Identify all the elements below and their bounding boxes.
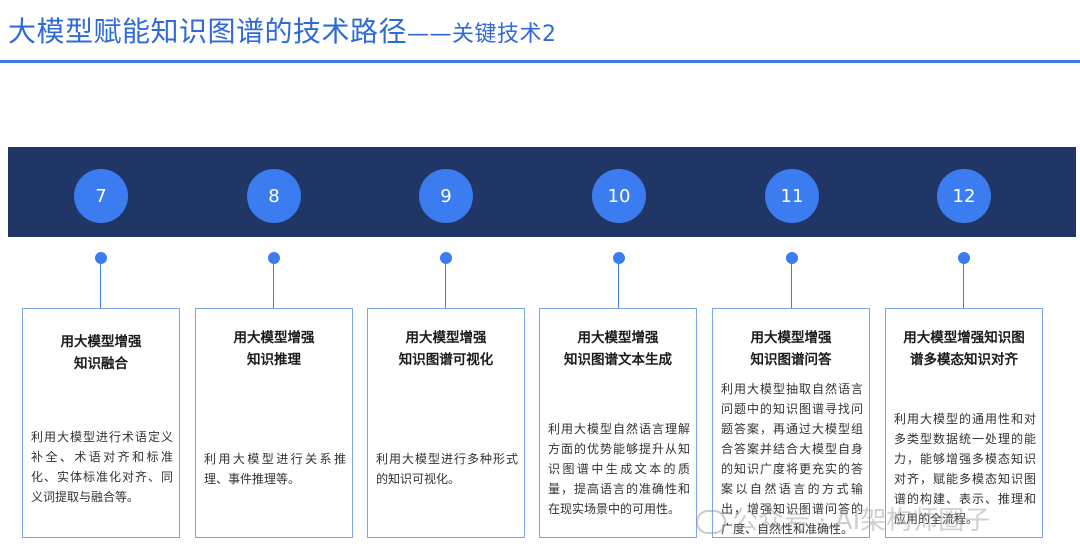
step-dot-8 [268,252,280,264]
page-title-sub: ——关键技术2 [407,22,557,47]
step-connector-10 [618,262,619,308]
step-connector-9 [445,262,446,308]
step-number-11: 11 [765,169,819,223]
step-card-desc: 利用大模型进行关系推理、事件推理等。 [204,452,346,486]
step-number-7: 7 [74,169,128,223]
step-card-desc: 利用大模型抽取自然语言问题中的知识图谱寻找问题答案，再通过大模型组合答案并结合大… [721,382,863,536]
step-title-line: 用大模型增强 [577,330,659,346]
step-title-line: 知识图谱可视化 [398,352,494,368]
step-title-line: 谱多模态知识对齐 [910,352,1018,368]
step-number-10: 10 [592,169,646,223]
title-divider [0,60,1080,63]
step-card-title: 用大模型增强 知识图谱文本生成 [546,327,690,371]
step-title-line: 用大模型增强 [405,330,487,346]
step-card-title: 用大模型增强 知识推理 [202,327,346,371]
step-card-desc: 利用大模型自然语言理解方面的优势能够提升从知识图谱中生成文本的质量，提高语言的准… [548,422,690,516]
step-title-line: 知识推理 [247,352,301,368]
step-title-line: 用大模型增强 [60,334,142,350]
step-title-line: 用大模型增强 [750,330,832,346]
watermark: 公众号 · AI架构师圈子 [696,500,990,537]
step-connector-7 [100,262,101,308]
step-title-line: 知识融合 [74,356,128,372]
step-card-7: 用大模型增强 知识融合 利用大模型进行术语定义补全、术语对齐和标准化、实体标准化… [22,308,180,538]
step-dot-9 [440,252,452,264]
step-dot-11 [786,252,798,264]
timeline-band [8,147,1076,237]
step-card-10: 用大模型增强 知识图谱文本生成 利用大模型自然语言理解方面的优势能够提升从知识图… [539,308,697,538]
step-title-line: 用大模型增强知识图 [903,330,1025,346]
step-card-desc: 利用大模型进行多种形式的知识可视化。 [376,452,518,486]
step-title-line: 用大模型增强 [233,330,315,346]
page-title: 大模型赋能知识图谱的技术路径——关键技术2 [8,10,557,50]
wechat-icon [696,509,726,534]
step-title-line: 知识图谱文本生成 [564,352,672,368]
step-connector-12 [963,262,964,308]
step-number-9: 9 [419,169,473,223]
step-connector-11 [791,262,792,308]
step-number-8: 8 [247,169,301,223]
step-title-line: 知识图谱问答 [750,352,832,368]
step-card-title: 用大模型增强知识图 谱多模态知识对齐 [892,327,1036,371]
step-card-title: 用大模型增强 知识图谱问答 [719,327,863,371]
step-card-title: 用大模型增强 知识融合 [29,331,173,375]
step-number-12: 12 [937,169,991,223]
step-dot-12 [958,252,970,264]
step-connector-8 [273,262,274,308]
step-card-desc: 利用大模型的通用性和对多类型数据统一处理的能力，能够增强多模态知识对齐，赋能多模… [894,412,1036,526]
step-card-11: 用大模型增强 知识图谱问答 利用大模型抽取自然语言问题中的知识图谱寻找问题答案，… [712,308,870,538]
step-card-8: 用大模型增强 知识推理 利用大模型进行关系推理、事件推理等。 [195,308,353,538]
page-title-main: 大模型赋能知识图谱的技术路径 [8,15,408,48]
step-dot-10 [613,252,625,264]
watermark-text: 公众号 · AI架构师圈子 [732,506,991,536]
step-dot-7 [95,252,107,264]
step-card-title: 用大模型增强 知识图谱可视化 [374,327,518,371]
step-card-12: 用大模型增强知识图 谱多模态知识对齐 利用大模型的通用性和对多类型数据统一处理的… [885,308,1043,538]
step-card-9: 用大模型增强 知识图谱可视化 利用大模型进行多种形式的知识可视化。 [367,308,525,538]
step-card-desc: 利用大模型进行术语定义补全、术语对齐和标准化、实体标准化对齐、同义词提取与融合等… [31,430,173,504]
